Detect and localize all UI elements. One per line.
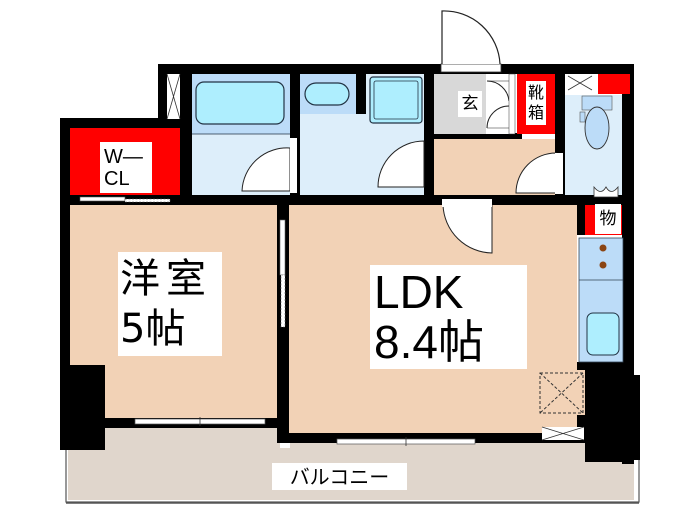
wcl-label-line1: W— (104, 145, 143, 168)
closet-sliding-door (79, 196, 171, 203)
storage-label: 物 (595, 204, 621, 234)
western-room-size: 5帖 (120, 306, 186, 352)
toilet-room (565, 74, 630, 198)
ldk-room-name: LDK (374, 266, 464, 318)
ldk-label: LDK 8.4帖 (370, 265, 527, 369)
pipe-shaft (166, 73, 181, 120)
shoe-box-label: 靴 箱 (526, 81, 546, 125)
entrance-label: 玄 (458, 91, 482, 117)
washroom (300, 74, 425, 195)
wcl-label-line2: CL (104, 167, 130, 190)
ldk-room-size: 8.4帖 (374, 316, 484, 368)
western-room-label: 洋室 5帖 (118, 252, 222, 356)
storage-label-text: 物 (599, 209, 617, 229)
kitchen-counter (578, 237, 624, 363)
hallway (434, 139, 563, 195)
balcony-label-text: バルコニー (289, 464, 390, 489)
entrance (434, 73, 516, 135)
shoe-box-label-line1: 靴 (527, 83, 544, 102)
western-room-name: 洋室 (120, 256, 212, 302)
entrance-label-text: 玄 (461, 94, 479, 114)
front-door (440, 10, 502, 73)
wcl-label: W— CL (100, 142, 152, 193)
shoe-box-label-line2: 箱 (527, 103, 544, 122)
bathroom (192, 74, 297, 195)
balcony-label: バルコニー (272, 463, 407, 490)
